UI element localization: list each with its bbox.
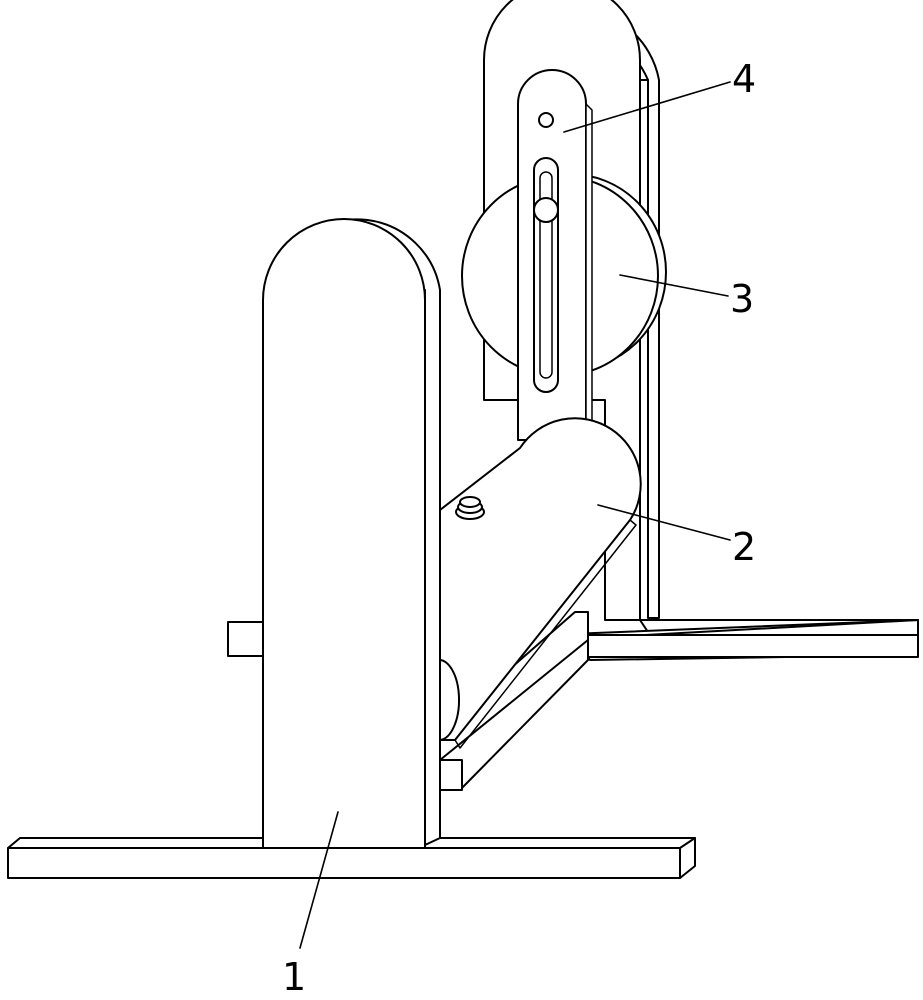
clamp-base-front (439, 759, 463, 791)
leader-line-1 (299, 811, 339, 949)
arm-side (585, 103, 593, 441)
clamp-body (439, 417, 642, 741)
front-foot-right-side (679, 837, 696, 879)
clamp-block (437, 417, 642, 791)
front-foot-front (7, 847, 681, 879)
slot-pin (533, 197, 559, 223)
rear-foot-front (587, 634, 919, 658)
callout-labels: 1 2 3 4 (282, 57, 756, 999)
leader-line-2 (597, 504, 731, 541)
screw-top (459, 496, 481, 508)
leader-line-3 (619, 274, 729, 297)
front-stand (7, 218, 696, 879)
arm-slot (533, 157, 559, 393)
callout-3: 3 (730, 277, 754, 321)
inner-roller-edge (437, 658, 460, 741)
front-stub-left (227, 621, 265, 657)
arm-slot-inner (539, 171, 553, 379)
rear-foot-edge (644, 619, 919, 636)
leader-lines (299, 81, 731, 949)
leader-line-4 (563, 81, 731, 133)
callout-2: 2 (732, 525, 756, 569)
callout-4: 4 (732, 57, 756, 101)
slotted-arm (517, 69, 593, 441)
arm-hole (538, 112, 554, 128)
adjust-screw (455, 496, 485, 520)
callout-1: 1 (282, 955, 306, 999)
front-upright-front (262, 218, 426, 856)
clamp-body-edge (454, 519, 637, 749)
